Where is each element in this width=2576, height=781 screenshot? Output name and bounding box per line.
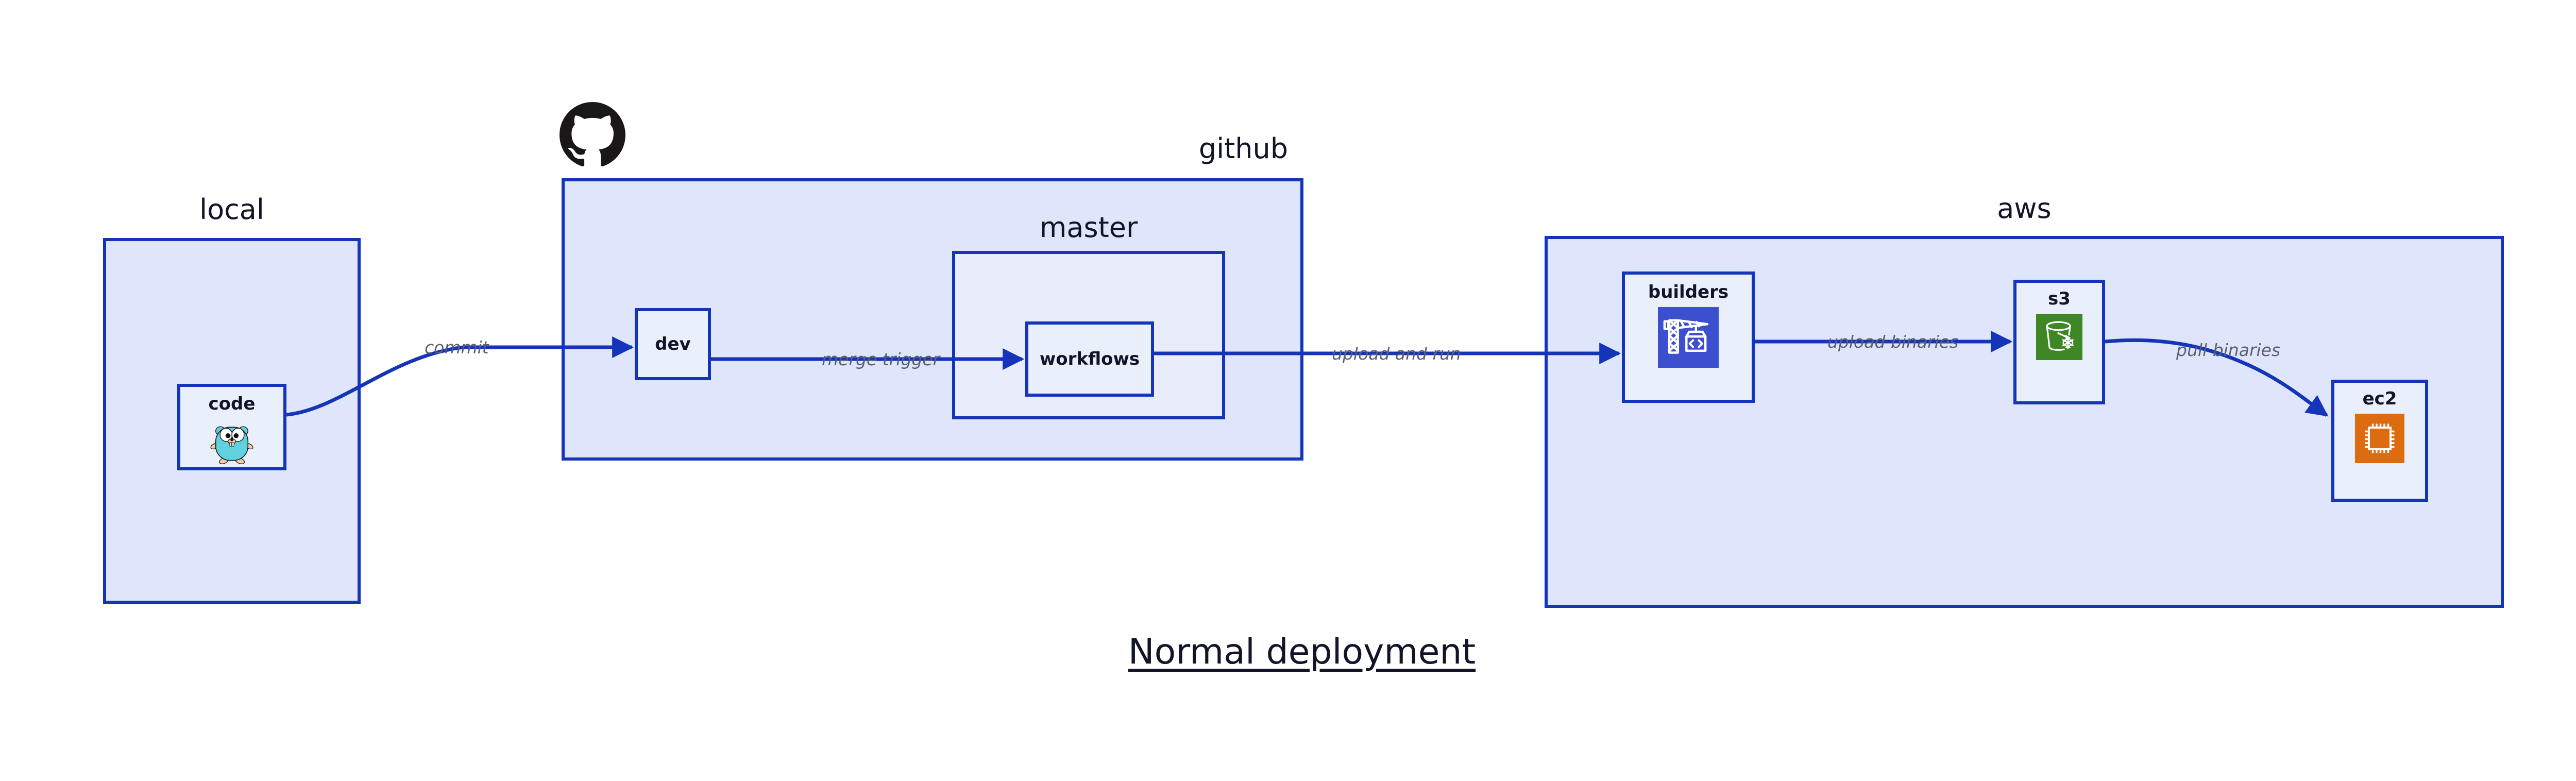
- node-workflows-label: workflows: [1039, 349, 1140, 369]
- node-ec2-label: ec2: [2362, 388, 2397, 409]
- go-gopher-icon: [208, 417, 256, 466]
- diagram-title-text: Normal deployment: [1128, 632, 1476, 672]
- edge-label-upload-binaries: upload binaries: [1827, 332, 1959, 352]
- edge-label-commit: commit: [425, 337, 489, 358]
- edge-label-merge-trigger: merge trigger: [822, 349, 940, 369]
- edge-label-upload-and-run: upload and run: [1332, 344, 1461, 364]
- node-s3-label: s3: [2048, 288, 2071, 309]
- github-octocat-icon: [559, 102, 626, 168]
- node-workflows[interactable]: workflows: [1025, 321, 1154, 397]
- node-builders-label: builders: [1648, 282, 1729, 302]
- cluster-aws-label: aws: [1997, 192, 2052, 225]
- cluster-github-label: github: [1198, 132, 1288, 165]
- node-code-label: code: [208, 394, 256, 414]
- aws-s3-glacier-icon: [2036, 314, 2082, 362]
- aws-codebuild-icon: [1658, 307, 1719, 370]
- edge-label-pull-binaries: pull binaries: [2176, 340, 2281, 360]
- node-builders[interactable]: builders: [1622, 271, 1755, 403]
- cluster-local-label: local: [199, 193, 264, 226]
- node-code[interactable]: code: [177, 384, 286, 470]
- node-ec2[interactable]: ec2: [2331, 380, 2428, 502]
- node-dev-label: dev: [655, 334, 691, 354]
- aws-ec2-icon: [2355, 414, 2404, 465]
- node-s3[interactable]: s3: [2013, 280, 2105, 404]
- node-dev[interactable]: dev: [635, 308, 711, 380]
- diagram-title: Normal deployment: [0, 635, 2576, 670]
- cluster-master-label: master: [1039, 211, 1138, 244]
